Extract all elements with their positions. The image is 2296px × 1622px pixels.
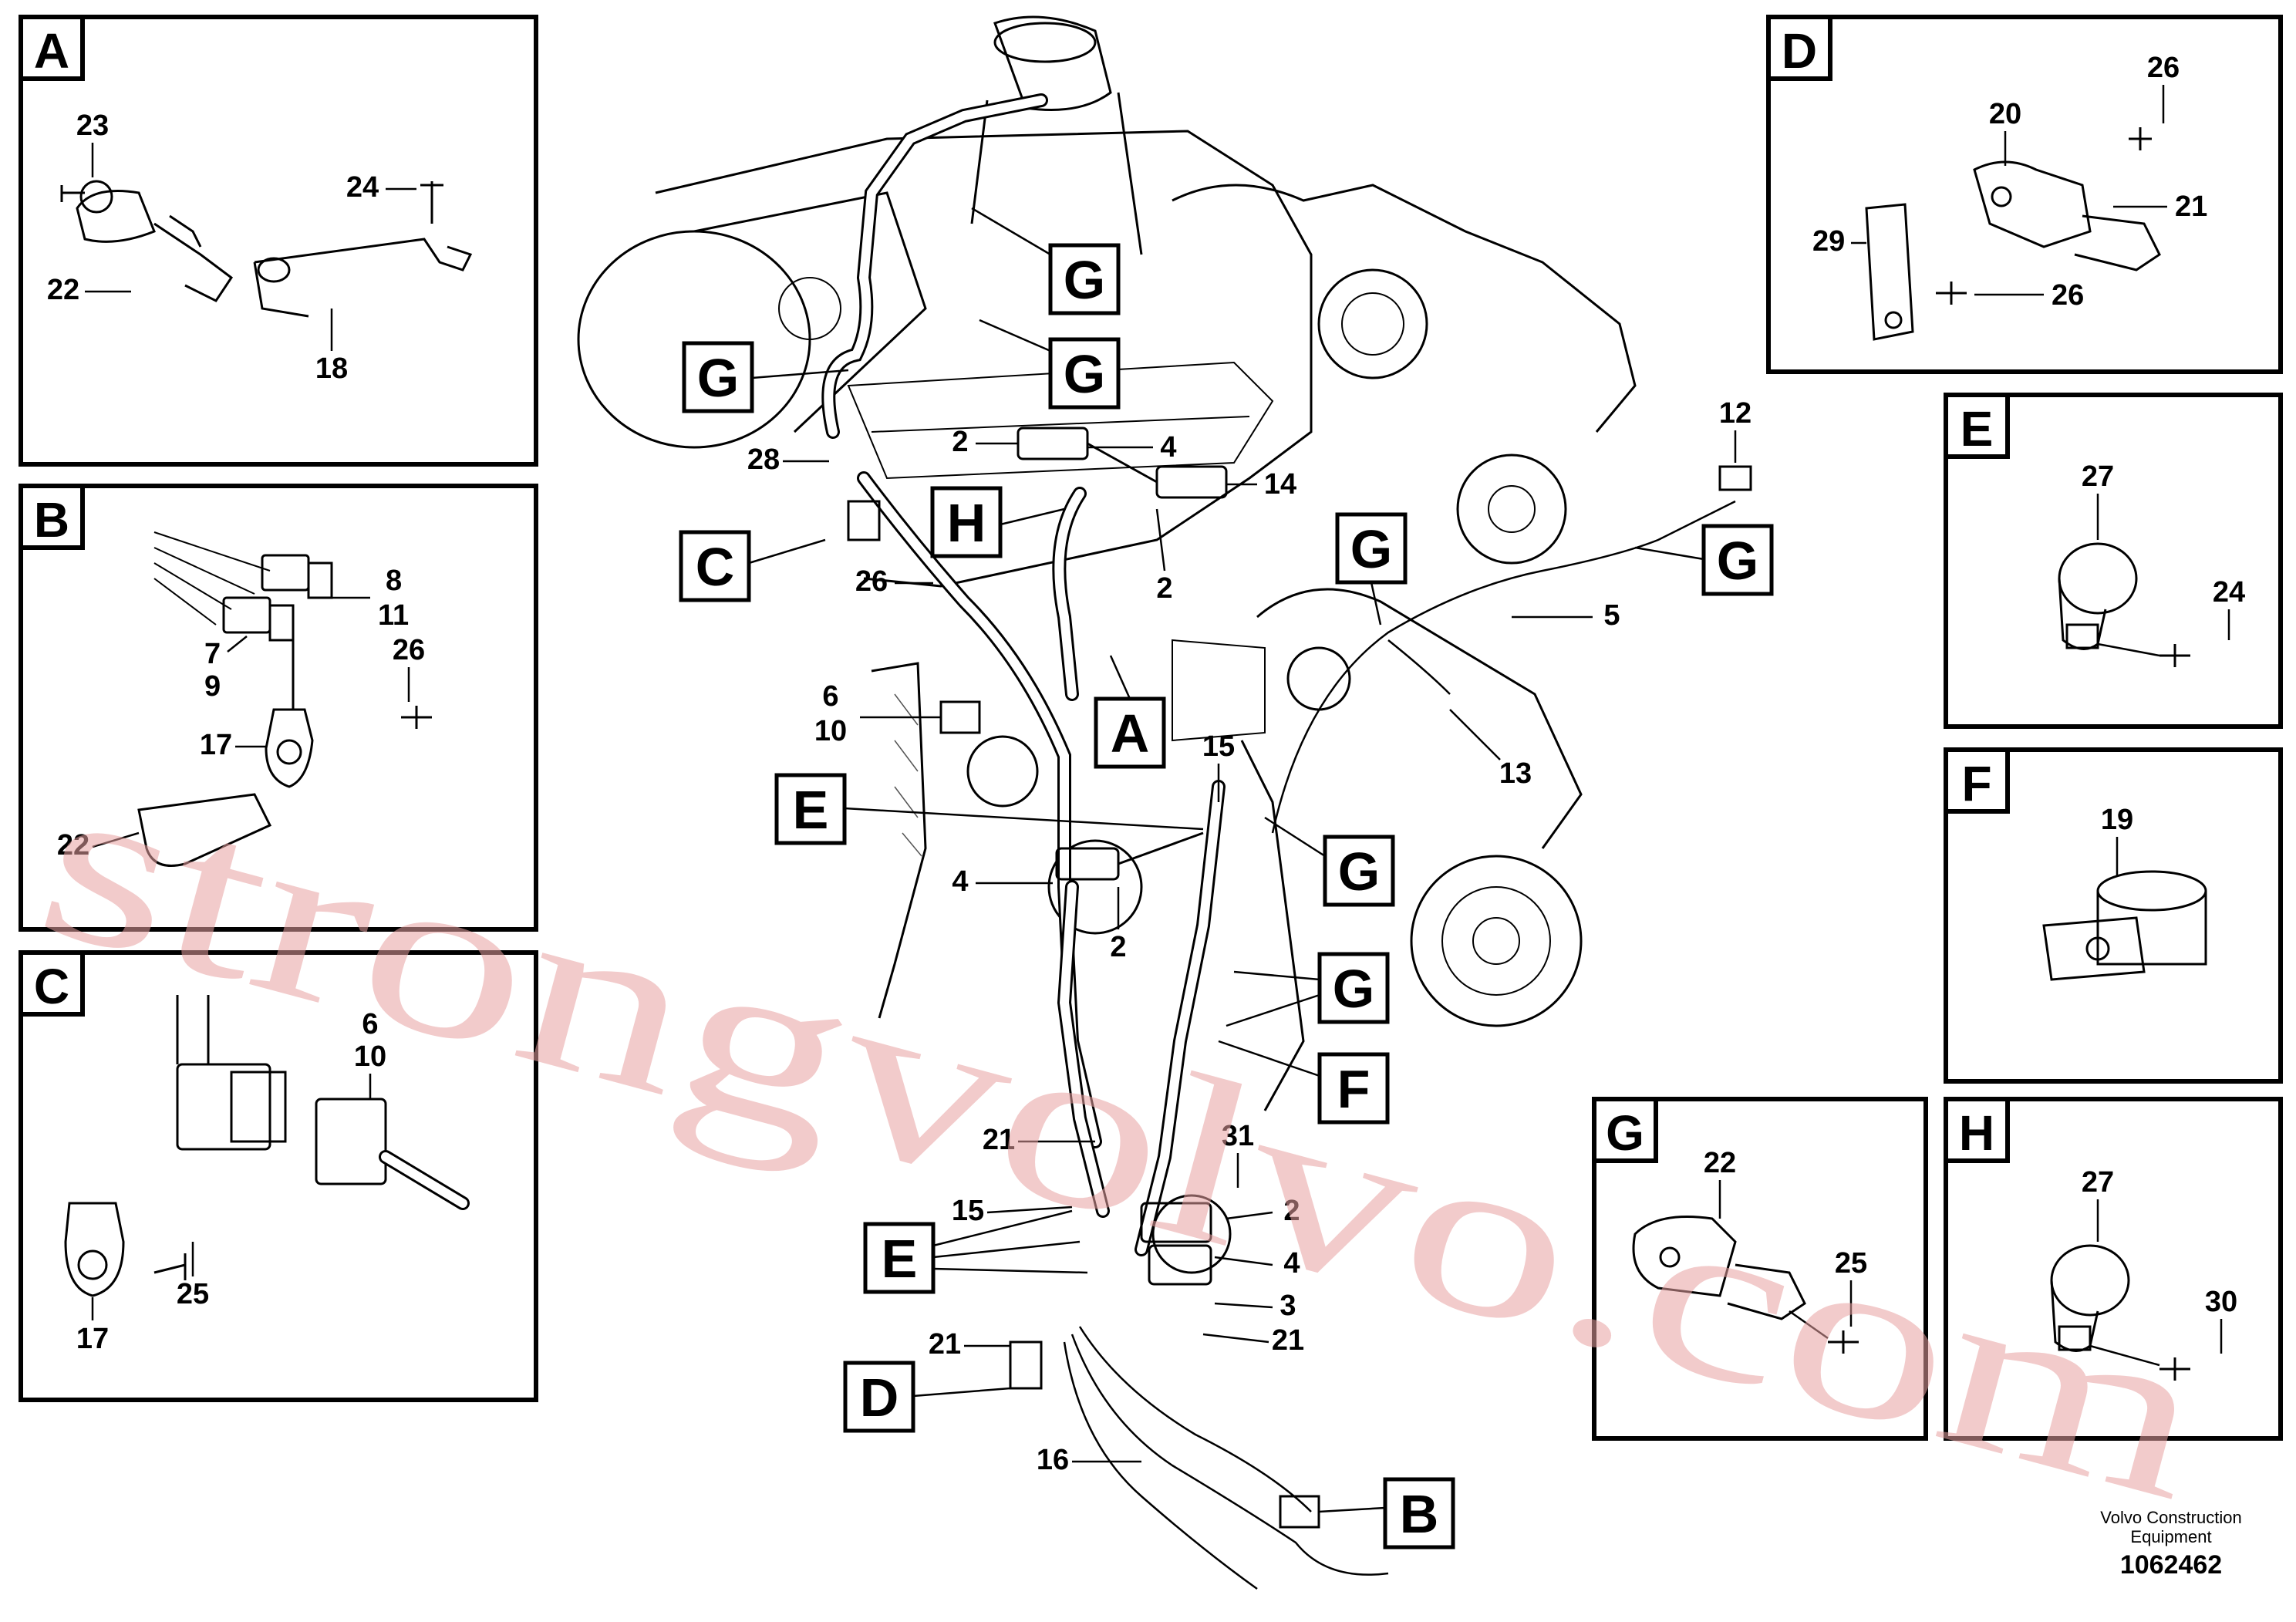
footer: Volvo Construction Equipment 1062462 bbox=[2100, 1508, 2241, 1580]
part-number: 24 bbox=[346, 171, 379, 204]
callout-b: B bbox=[1400, 1484, 1439, 1544]
part-number: 4 bbox=[1160, 431, 1176, 464]
callout-g: G bbox=[1064, 344, 1105, 404]
callout-e: E bbox=[793, 780, 829, 840]
part-number: 22 bbox=[47, 274, 79, 306]
part-number: 18 bbox=[315, 352, 348, 385]
callout-g: G bbox=[1717, 531, 1758, 591]
part-number: 27 bbox=[2082, 1166, 2114, 1199]
inset-panel-g: G 22 25 bbox=[1592, 1097, 1928, 1441]
part-number: 26 bbox=[2147, 52, 2180, 84]
inset-panel-a: A 23 24 22 18 bbox=[19, 15, 538, 467]
part-number: 28 bbox=[747, 443, 780, 476]
document-number: 1062462 bbox=[2120, 1550, 2222, 1580]
part-number: 7 bbox=[204, 638, 221, 670]
part-number: 17 bbox=[76, 1323, 109, 1355]
part-number: 24 bbox=[2213, 576, 2245, 609]
callout-g: G bbox=[697, 348, 739, 408]
part-number: 22 bbox=[57, 829, 89, 862]
part-number: 27 bbox=[2082, 460, 2114, 493]
part-number: 3 bbox=[1279, 1290, 1296, 1322]
part-number: 19 bbox=[2101, 804, 2133, 836]
engine-illustration bbox=[577, 15, 1752, 1590]
part-number: 2 bbox=[1283, 1195, 1300, 1227]
footer-company: Volvo Construction bbox=[2100, 1508, 2241, 1527]
inset-panel-d: D 26 20 21 29 26 bbox=[1766, 15, 2283, 374]
part-number: 25 bbox=[177, 1278, 209, 1310]
part-number: 16 bbox=[1037, 1444, 1069, 1476]
part-number: 15 bbox=[952, 1195, 984, 1227]
part-number: 22 bbox=[1704, 1147, 1736, 1179]
part-number: 20 bbox=[1989, 98, 2021, 130]
panel-letter: D bbox=[1782, 23, 1817, 79]
part-number: 5 bbox=[1603, 599, 1620, 632]
callout-e: E bbox=[882, 1229, 918, 1289]
main-callouts: G G G C H G G A E G bbox=[679, 207, 1774, 1549]
part-number: 15 bbox=[1202, 730, 1235, 763]
part-number: 29 bbox=[1812, 225, 1845, 258]
panel-letter: G bbox=[1606, 1105, 1644, 1161]
part-number: 25 bbox=[1835, 1247, 1867, 1280]
callout-f: F bbox=[1337, 1059, 1371, 1119]
part-number: 14 bbox=[1264, 468, 1296, 501]
part-number: 21 bbox=[983, 1124, 1015, 1156]
part-number: 31 bbox=[1222, 1120, 1254, 1152]
inset-panel-c: C 6 10 25 17 bbox=[19, 950, 538, 1402]
part-number: 2 bbox=[1156, 572, 1172, 605]
callout-g: G bbox=[1350, 519, 1392, 579]
callout-d: D bbox=[860, 1367, 899, 1428]
part-number: 10 bbox=[814, 715, 847, 747]
part-number: 2 bbox=[952, 426, 968, 458]
main-part-numbers: 28 2 4 14 26 2 6 10 12 5 13 15 4 2 21 31… bbox=[747, 397, 1752, 1476]
part-number: 26 bbox=[393, 634, 425, 666]
callout-c: C bbox=[696, 537, 735, 597]
part-number: 21 bbox=[2175, 191, 2207, 223]
part-number: 10 bbox=[354, 1040, 386, 1073]
part-number: 11 bbox=[378, 599, 409, 632]
panel-letter: B bbox=[34, 492, 69, 548]
callout-g: G bbox=[1064, 250, 1105, 310]
part-number: 2 bbox=[1110, 931, 1126, 963]
part-number: 26 bbox=[2052, 279, 2084, 312]
panel-letter: F bbox=[1961, 756, 1991, 811]
part-number: 6 bbox=[822, 680, 838, 713]
callout-g: G bbox=[1333, 959, 1374, 1019]
part-number: 4 bbox=[952, 865, 968, 898]
footer-company-line2: Equipment bbox=[2130, 1527, 2211, 1546]
panel-letter: E bbox=[1961, 401, 1994, 457]
part-number: 17 bbox=[200, 729, 232, 761]
inset-panel-f: F 19 bbox=[1944, 747, 2283, 1084]
part-number: 6 bbox=[362, 1008, 378, 1040]
part-number: 13 bbox=[1499, 757, 1532, 790]
part-number: 26 bbox=[855, 565, 888, 598]
inset-panel-e: E 27 24 bbox=[1944, 393, 2283, 729]
callout-a: A bbox=[1111, 703, 1150, 764]
callout-h: H bbox=[947, 493, 986, 553]
part-number: 21 bbox=[929, 1328, 961, 1361]
inset-panel-h: H 27 30 bbox=[1944, 1097, 2283, 1441]
callout-g: G bbox=[1338, 841, 1380, 902]
part-number: 4 bbox=[1283, 1247, 1300, 1280]
part-number: 30 bbox=[2205, 1286, 2237, 1318]
part-number: 23 bbox=[76, 110, 109, 142]
part-number: 12 bbox=[1719, 397, 1752, 430]
panel-letter: H bbox=[1959, 1105, 1994, 1161]
part-number: 8 bbox=[386, 565, 402, 597]
panel-letter: C bbox=[34, 959, 69, 1014]
part-number: 9 bbox=[204, 670, 221, 703]
part-number: 21 bbox=[1272, 1324, 1304, 1357]
inset-panel-b: B 8 11 7 9 26 17 22 bbox=[19, 484, 538, 932]
panel-letter: A bbox=[34, 23, 69, 79]
